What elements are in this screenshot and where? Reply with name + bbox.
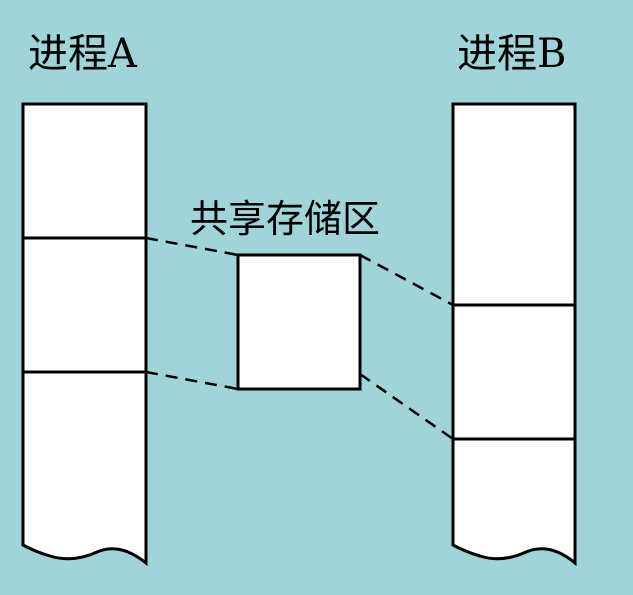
mapping-line-b-bottom: [359, 372, 454, 441]
mapping-line-a-top: [145, 236, 239, 257]
process-b-address-space: [451, 102, 577, 567]
mapping-line-a-bottom: [145, 370, 239, 391]
process-b-label: 进程B: [457, 31, 567, 77]
shared-memory-block: [236, 253, 362, 391]
shared-memory-label: 共享存储区: [190, 197, 381, 241]
process-a-address-space: [21, 102, 148, 567]
process-a-label: 进程A: [28, 31, 137, 77]
mapping-line-b-top: [359, 253, 454, 307]
